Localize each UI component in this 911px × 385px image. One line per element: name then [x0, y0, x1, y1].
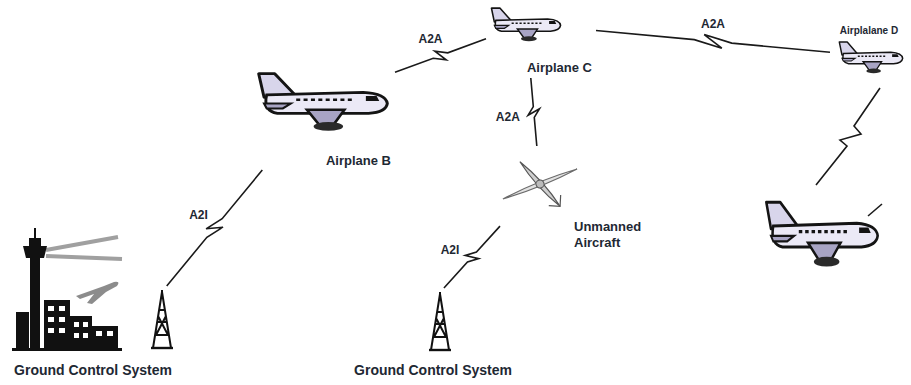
- antenna-mast: [151, 290, 173, 348]
- uav-wing: [502, 167, 578, 201]
- radar-beam: [46, 237, 122, 259]
- link-label: A2A: [416, 32, 444, 46]
- airplane-node: Airplane B: [255, 70, 395, 170]
- tower-cabin: [23, 246, 47, 258]
- building-windows: [48, 306, 113, 338]
- signal-link: [816, 88, 880, 185]
- link-label: A2I: [187, 208, 210, 222]
- link-label-holder: A2I: [439, 240, 462, 258]
- unmanned-aircraft-node: Unmanned Aircraft: [500, 146, 660, 252]
- building: [70, 316, 92, 348]
- control-tower-building: [12, 228, 122, 351]
- node-label: Ground Control System: [14, 362, 172, 379]
- airplane-icon: [259, 74, 388, 131]
- uav-fuselage: [514, 156, 566, 211]
- signal-link: [167, 170, 263, 286]
- node-label: Unmanned Aircraft: [574, 219, 658, 250]
- link-label: A2A: [494, 110, 522, 124]
- building: [44, 300, 70, 348]
- uav-hub: [535, 179, 545, 189]
- tower-stem: [30, 258, 40, 348]
- link-label-holder: A2A: [699, 14, 727, 32]
- tower-antenna: [34, 228, 36, 238]
- link-label: A2I: [439, 243, 462, 257]
- airplane-node: Airplalane D: [830, 22, 908, 78]
- link-label-holder: A2A: [494, 107, 522, 125]
- ground-station-node: Ground Control System: [2, 286, 184, 383]
- ground-line: [12, 348, 122, 351]
- ground-station-node: Ground Control System: [328, 288, 538, 383]
- building: [92, 326, 118, 348]
- link-label: A2A: [699, 17, 727, 31]
- antenna-mast: [429, 292, 451, 350]
- tower-cap: [29, 238, 41, 246]
- node-label: Airplane C: [527, 60, 592, 75]
- airplane-icon: [766, 202, 877, 266]
- small-plane-icon: [76, 282, 118, 304]
- building: [16, 312, 29, 348]
- node-label: Airplane B: [326, 153, 391, 168]
- signal-link: [528, 78, 539, 146]
- node-label: Airplalane D: [840, 25, 898, 37]
- unmanned-aircraft-icon: [491, 140, 588, 227]
- uav-tail: [549, 195, 566, 212]
- airplane-icon: [839, 42, 902, 73]
- link-label-holder: A2I: [187, 205, 210, 223]
- airplane-icon: [491, 8, 560, 41]
- uav-body: [518, 160, 562, 208]
- signal-link: [596, 31, 830, 53]
- node-label: Ground Control System: [354, 362, 512, 379]
- signal-link: [444, 226, 500, 288]
- airplane-node: Airplane C: [486, 4, 596, 78]
- signal-link: [868, 204, 882, 216]
- link-label-holder: A2A: [416, 29, 444, 47]
